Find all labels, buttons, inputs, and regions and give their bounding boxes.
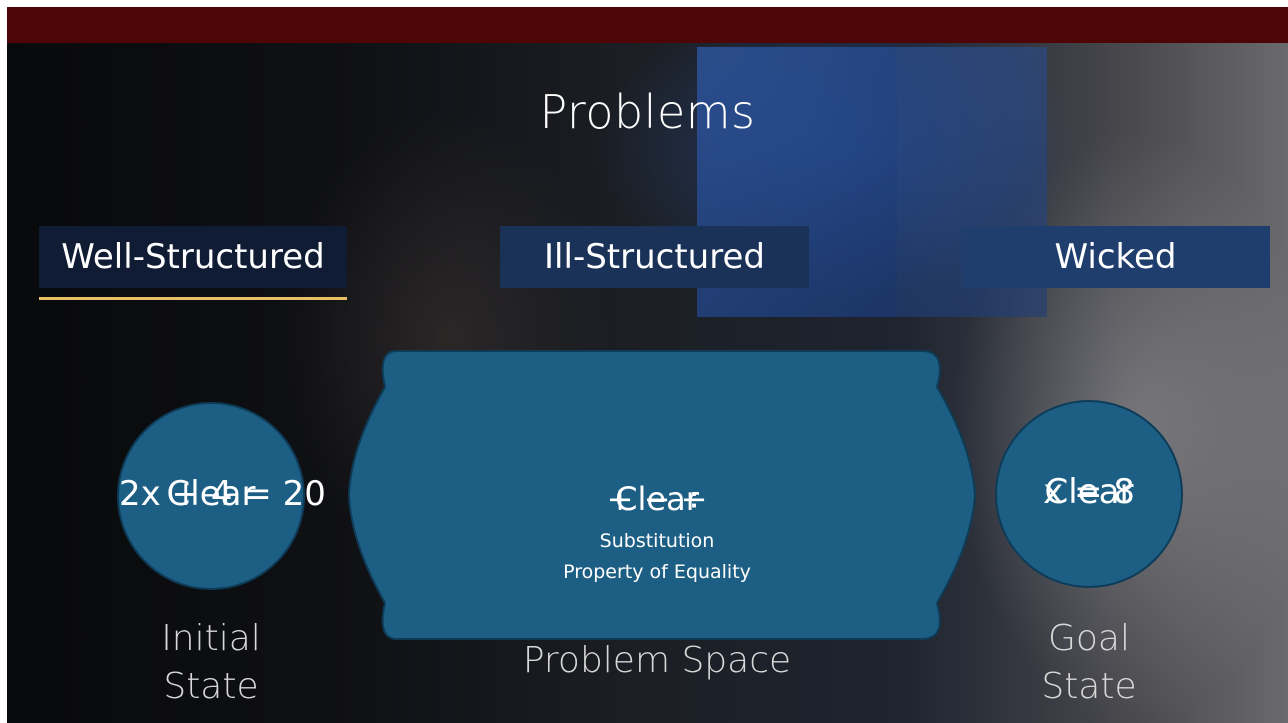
slide-title: Problems [539,85,756,139]
problem-space-label: Problem Space [522,640,792,681]
slide: Problems Well-Structured Ill-Structured … [7,7,1288,723]
category-wicked[interactable]: Wicked [961,226,1270,288]
initial-label-line1: Initial [161,618,261,659]
goal-state-label: Goal State [995,615,1183,711]
category-well-structured[interactable]: Well-Structured [39,226,347,288]
initial-state-circle: 2x + 4 = 20 Clear [117,402,326,590]
goal-label-line1: Goal [1048,618,1130,659]
property-text: Property of Equality [563,561,751,583]
category-ill-structured[interactable]: Ill-Structured [500,226,809,288]
goal-state-circle: x = 8 Clear [995,400,1183,588]
initial-label-line2: State [163,666,259,707]
top-bar [7,7,1288,43]
problem-space-clear-overlay: Clear [615,480,699,518]
initial-clear-overlay: Clear [166,474,256,514]
problem-space-shape [347,350,977,640]
problem-space-operators-area: + − ÷ Clear [347,472,967,522]
goal-label-line2: State [1041,666,1137,707]
operators-text: + − ÷ [606,480,708,518]
substitution-text: Substitution [599,530,715,552]
initial-state-label: Initial State [117,615,305,711]
problem-space-subtext: Substitution Property of Equality [347,526,967,588]
selected-underline [39,297,347,300]
goal-equation: x = 8 [1043,472,1135,512]
goal-clear-overlay: Clear [1044,472,1134,512]
initial-equation: 2x + 4 = 20 [119,474,326,514]
